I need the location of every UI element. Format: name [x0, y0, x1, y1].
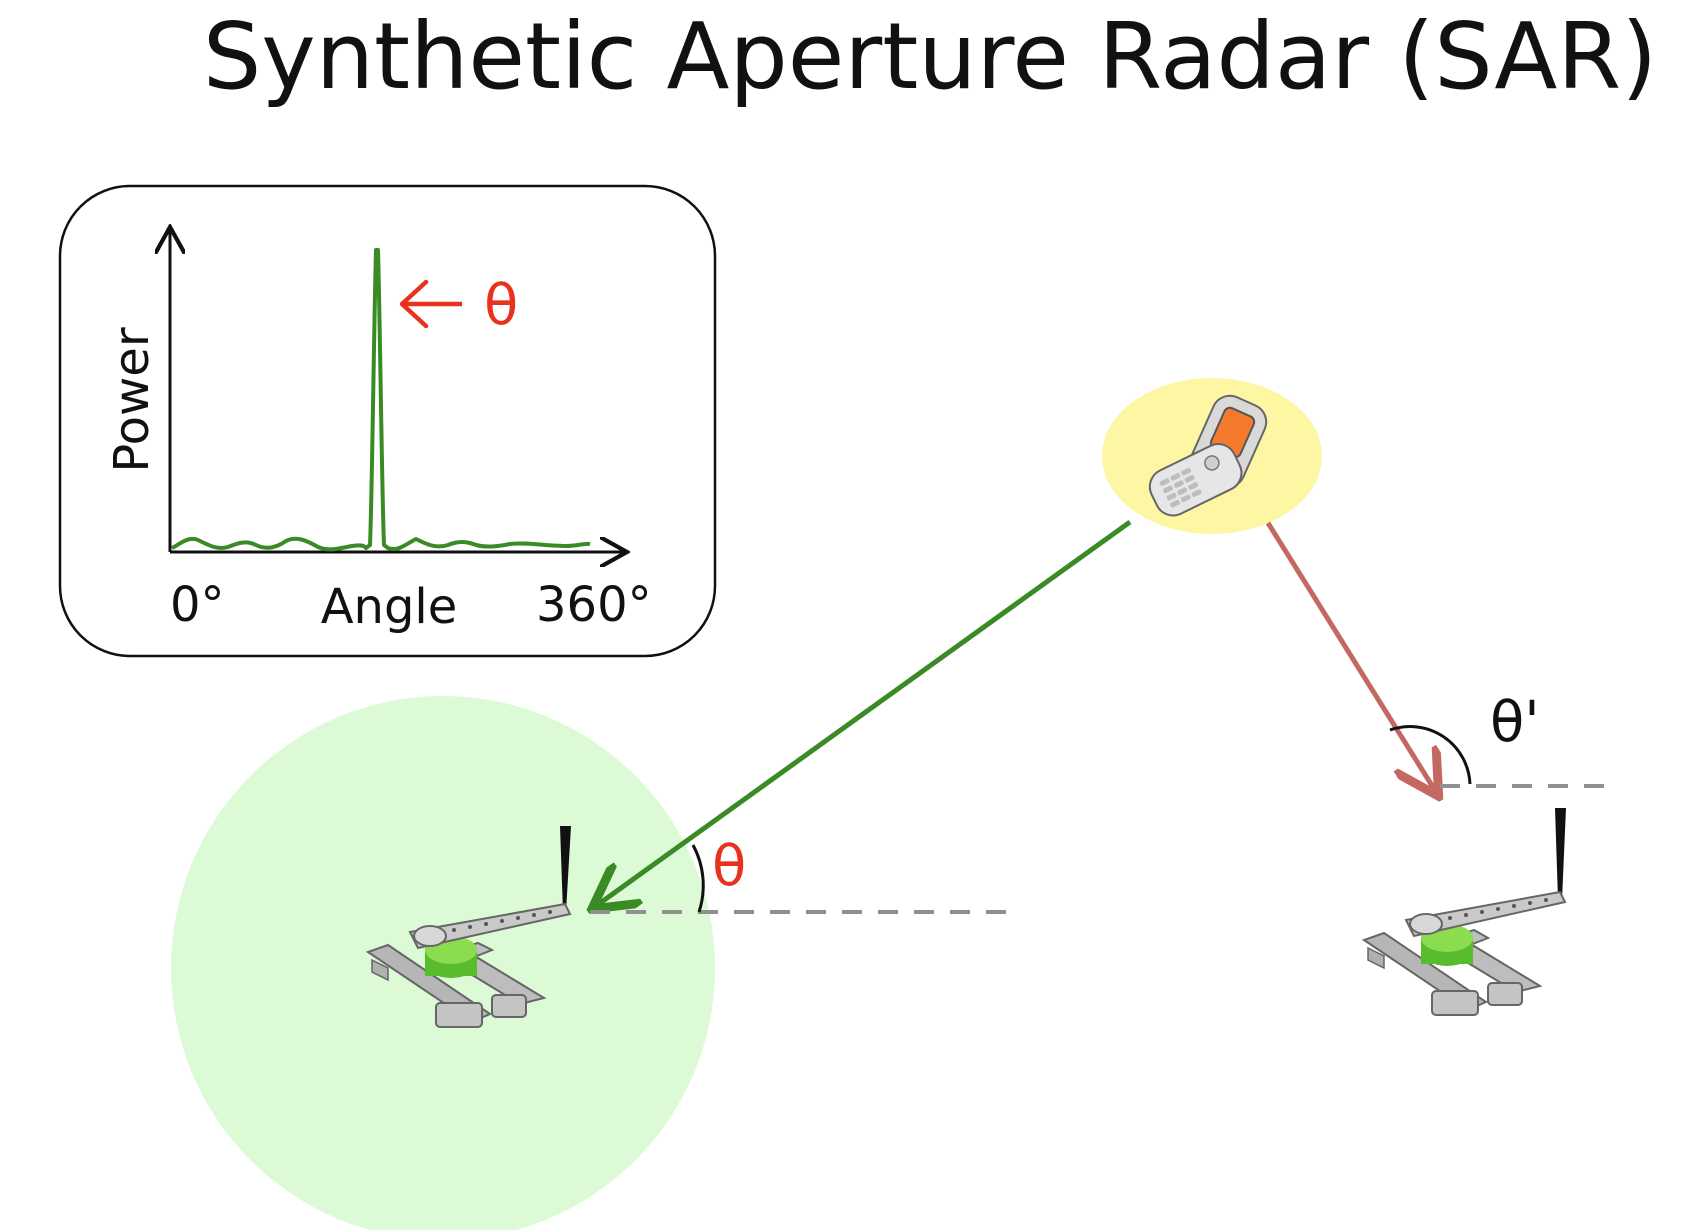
signal-arrow-left [596, 519, 1132, 906]
y-axis-label: Power [104, 327, 160, 472]
phone-icon [1148, 394, 1268, 517]
robot-antenna-left [365, 826, 572, 1028]
inset-plot: θ Power 0° Angle 360° [58, 184, 717, 658]
peak-marker [399, 279, 462, 329]
peak-label: θ [484, 273, 518, 338]
x-min-label: 0° [170, 577, 225, 633]
x-max-label: 360° [536, 577, 652, 633]
angle-left-label: θ [712, 834, 746, 899]
inset-plot-frame [58, 184, 717, 658]
signal-arrow-right [1265, 521, 1436, 792]
page-title: Synthetic Aperture Radar (SAR) [203, 3, 1657, 110]
robot-antenna-right [1361, 808, 1567, 1016]
angle-arc-left [691, 844, 705, 913]
power-trace [171, 248, 591, 552]
x-axis-label: Angle [321, 579, 458, 635]
angle-arc-right [1389, 725, 1472, 785]
angle-right-label: θ' [1490, 690, 1540, 755]
